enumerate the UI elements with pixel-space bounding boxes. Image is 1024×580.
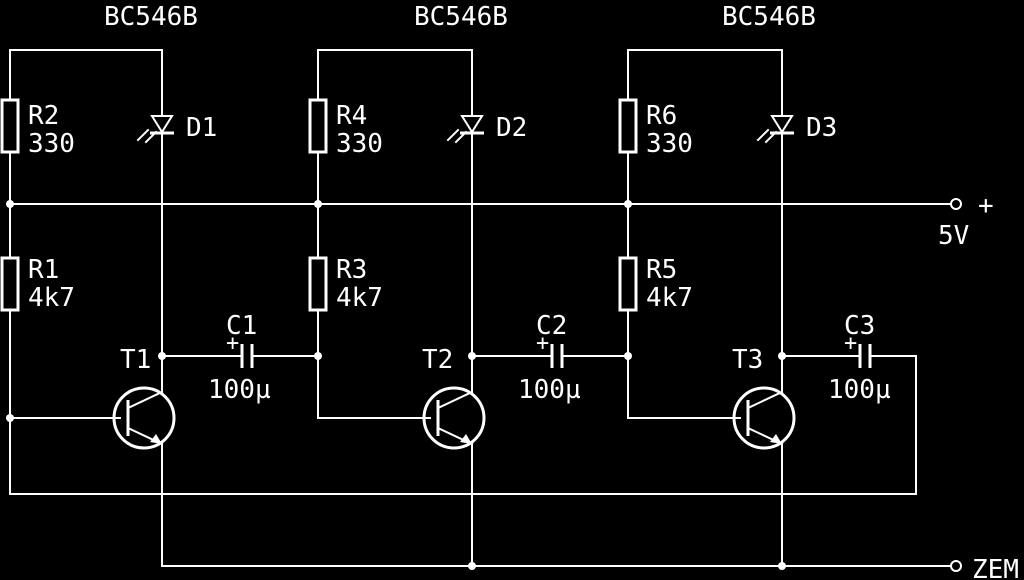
resistor-ref: R4	[336, 101, 367, 131]
resistor-value: 4k7	[646, 283, 693, 313]
capacitor-polarity: +	[536, 331, 549, 356]
transistor-type-label: BC546B	[414, 2, 508, 32]
resistor-ref: R5	[646, 255, 677, 285]
capacitor-ref: C3	[844, 311, 875, 341]
transistor-type-label: BC546B	[722, 2, 816, 32]
capacitor-value: 100µ	[828, 375, 891, 405]
transistor-T2[interactable]	[422, 386, 486, 450]
capacitor-ref: C1	[226, 311, 257, 341]
resistor-value: 330	[28, 129, 75, 159]
stage-1: BC546B R2 330 D1 R1 4k7	[0, 2, 319, 567]
resistor-ref: R2	[28, 101, 59, 131]
resistor-value: 4k7	[28, 283, 75, 313]
capacitor-C1[interactable]	[240, 344, 254, 368]
supply-plus-label: +	[978, 191, 994, 221]
resistor-R1[interactable]	[0, 256, 20, 312]
supply-voltage-label: 5V	[938, 221, 969, 251]
resistor-ref: R1	[28, 255, 59, 285]
resistor-R3[interactable]	[308, 256, 328, 312]
led-D1[interactable]	[136, 115, 174, 144]
resistor-ref: R3	[336, 255, 367, 285]
transistor-type-label: BC546B	[104, 2, 198, 32]
supply-terminal[interactable]	[950, 198, 962, 210]
resistor-value: 330	[646, 129, 693, 159]
stage-2: BC546B R4 330 D2 R3 4k7 T2	[308, 2, 629, 570]
stage-3: BC546B R6 330 D3 R5 4k7 T3	[618, 2, 891, 570]
transistor-T3[interactable]	[732, 386, 796, 450]
resistor-R6[interactable]	[618, 98, 638, 154]
transistor-ref: T3	[732, 345, 763, 375]
led-D3[interactable]	[756, 115, 794, 144]
transistor-T1[interactable]	[112, 386, 176, 450]
led-D2[interactable]	[446, 115, 484, 144]
capacitor-C2[interactable]	[550, 344, 564, 368]
resistor-ref: R6	[646, 101, 677, 131]
capacitor-value: 100µ	[208, 375, 271, 405]
capacitor-polarity: +	[844, 331, 857, 356]
led-ref: D2	[496, 113, 527, 143]
led-ref: D3	[806, 113, 837, 143]
resistor-value: 330	[336, 129, 383, 159]
ground-label: ZEM	[972, 555, 1019, 580]
capacitor-polarity: +	[226, 331, 239, 356]
led-ref: D1	[186, 113, 217, 143]
resistor-R5[interactable]	[618, 256, 638, 312]
transistor-ref: T2	[422, 345, 453, 375]
ground-terminal[interactable]	[950, 560, 962, 572]
capacitor-value: 100µ	[518, 375, 581, 405]
resistor-R4[interactable]	[308, 98, 328, 154]
transistor-ref: T1	[120, 345, 151, 375]
resistor-R2[interactable]	[0, 98, 20, 154]
capacitor-ref: C2	[536, 311, 567, 341]
capacitor-C3[interactable]	[858, 344, 872, 368]
resistor-value: 4k7	[336, 283, 383, 313]
